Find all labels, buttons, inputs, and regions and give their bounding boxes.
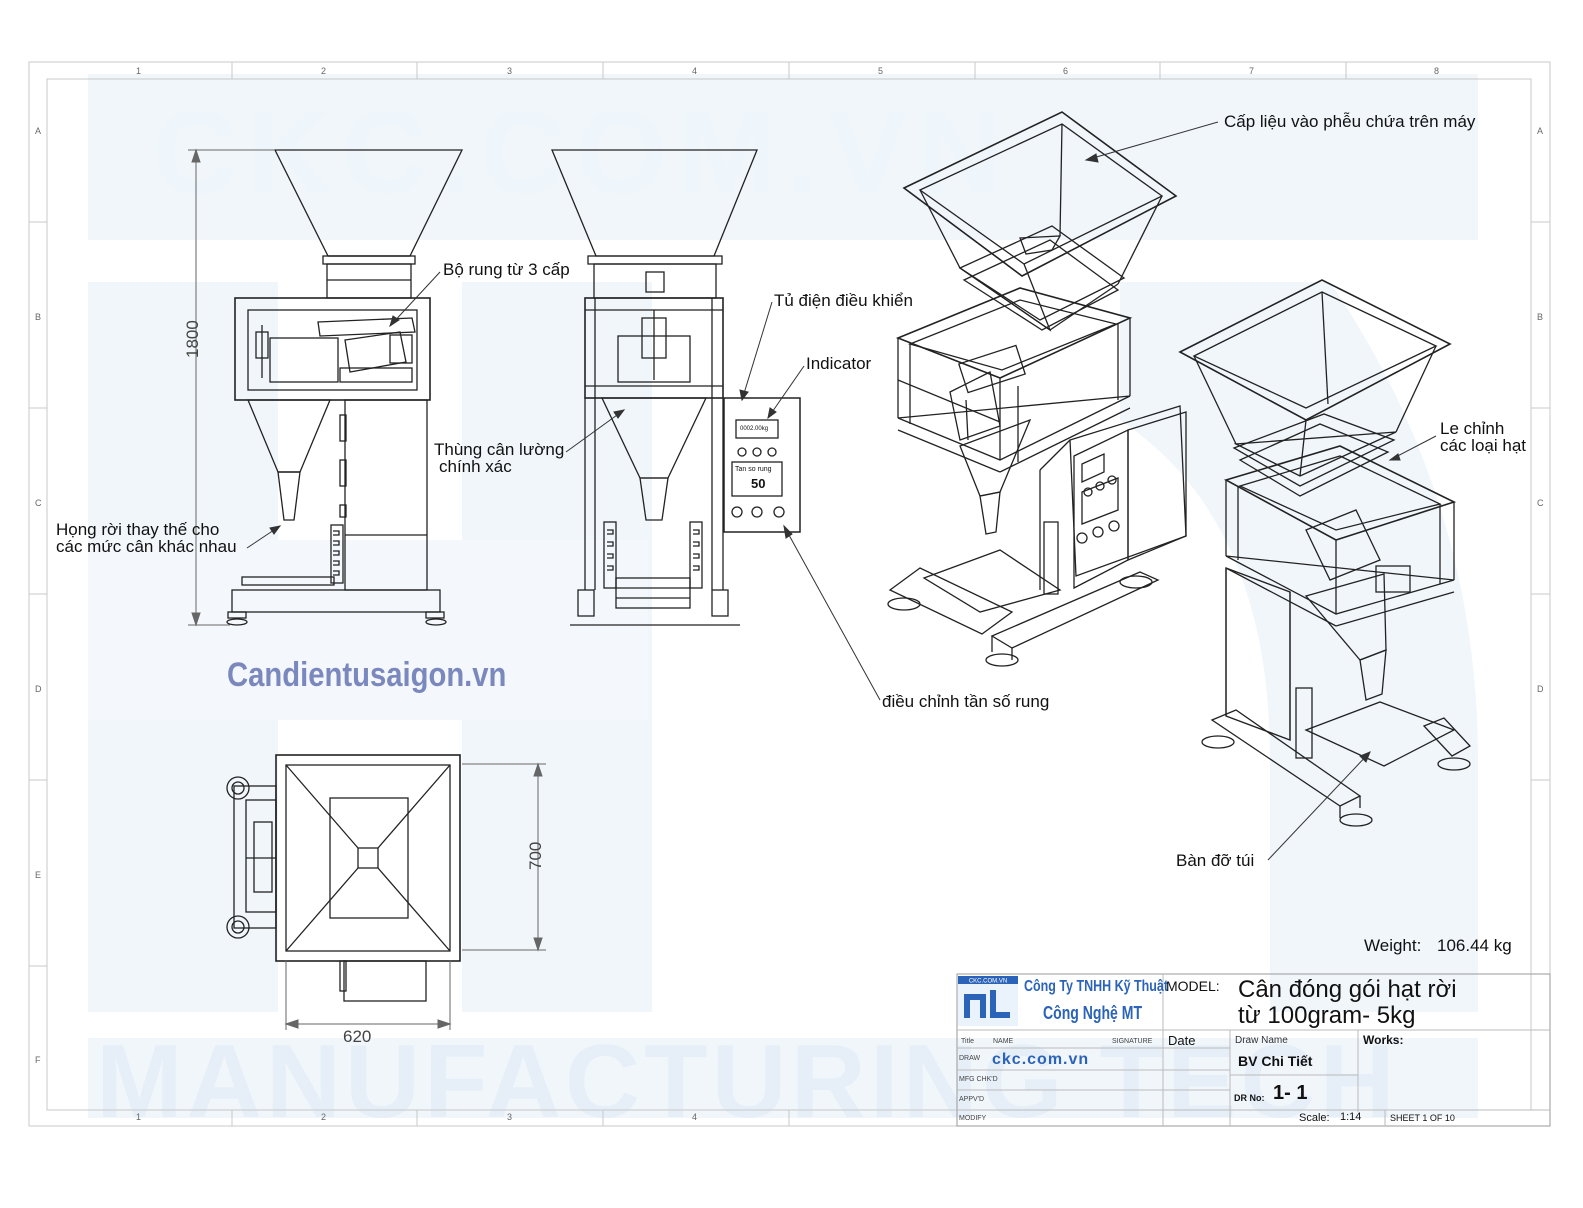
zone-col-4: 4: [692, 66, 698, 76]
callout-bag-table: Bàn đỡ túi: [1176, 851, 1255, 870]
callout-throat-line1: Họng rời thay thế cho: [56, 520, 220, 539]
dr-no-label: DR No:: [1234, 1093, 1265, 1103]
zone-row-a: A: [35, 126, 42, 136]
zone-row-c-right: C: [1537, 498, 1544, 508]
row-draw: DRAW: [959, 1055, 981, 1062]
callout-frequency: điều chỉnh tần số rung: [882, 692, 1050, 711]
works-header: Works:: [1363, 1033, 1404, 1047]
zone-col-3-bottom: 3: [507, 1112, 513, 1122]
site-watermark: Candientusaigon.vn: [227, 656, 507, 694]
title-header: Title: [961, 1038, 974, 1045]
company-logo: CKC.COM.VN: [958, 976, 1018, 1026]
zone-col-2-bottom: 2: [321, 1112, 327, 1122]
model-name-line2: từ 100gram- 5kg: [1238, 1002, 1416, 1029]
callout-adjust-line2: các loại hạt: [1440, 436, 1526, 455]
zone-col-8: 8: [1434, 66, 1440, 76]
scale-value: 1:14: [1340, 1111, 1362, 1123]
draw-name-value: BV Chi Tiết: [1238, 1053, 1313, 1069]
zone-row-d-right: D: [1537, 684, 1544, 694]
dr-no-value: 1- 1: [1273, 1082, 1308, 1104]
zone-col-1: 1: [136, 66, 142, 76]
callout-hopper-feed: Cấp liệu vào phễu chứa trên máy: [1224, 112, 1476, 131]
row-appvd: APPV'D: [959, 1096, 985, 1103]
zone-col-7: 7: [1249, 66, 1255, 76]
callout-control-box: Tủ điện điều khiển: [774, 291, 913, 310]
zone-row-b: B: [35, 312, 42, 322]
zone-col-6: 6: [1063, 66, 1069, 76]
watermark-top: CKC.COM.VN: [152, 87, 1013, 219]
zone-row-d: D: [35, 684, 42, 694]
callout-weigh-bucket-line2: chính xác: [439, 457, 512, 476]
callout-throat-line2: các mức cân khác nhau: [56, 537, 237, 556]
zone-row-c: C: [35, 498, 42, 508]
callout-indicator: Indicator: [806, 354, 872, 373]
weight-label: Weight:: [1364, 936, 1422, 955]
callout-adjust-line1: Le chỉnh: [1440, 419, 1505, 438]
zone-row-f: F: [35, 1055, 41, 1065]
company-name-line1: Công Ty TNHH Kỹ Thuật: [1024, 978, 1168, 995]
row-mfg: MFG CHK'D: [959, 1076, 998, 1083]
zone-col-5: 5: [878, 66, 884, 76]
name-header: NAME: [993, 1038, 1014, 1045]
zone-row-a-right: A: [1537, 126, 1544, 136]
scale-label: Scale:: [1299, 1112, 1330, 1124]
signature-header: SIGNATURE: [1112, 1038, 1153, 1045]
row-modify: MODIFY: [959, 1115, 987, 1122]
mt-logo-icon: CKC.COM.VN: [958, 976, 1018, 1018]
dimension-width: 620: [343, 1027, 372, 1046]
zone-col-1-bottom: 1: [136, 1112, 142, 1122]
svg-text:CKC.COM.VN: CKC.COM.VN: [969, 979, 1007, 985]
zone-row-e: E: [35, 870, 42, 880]
sheet-count: SHEET 1 OF 10: [1390, 1113, 1455, 1123]
watermark-bottom: MANUFACTURING TECH: [96, 1024, 1399, 1140]
panel-value: 50: [751, 476, 766, 491]
model-name-line1: Cân đóng gói hạt rời: [1238, 976, 1457, 1003]
zone-col-4-bottom: 4: [692, 1112, 698, 1122]
zone-col-2: 2: [321, 66, 327, 76]
panel-label: Tan so rung: [735, 466, 772, 473]
weight-value: 106.44 kg: [1437, 936, 1512, 955]
callout-vibrator: Bộ rung từ 3 cấp: [443, 260, 570, 279]
zone-col-3: 3: [507, 66, 513, 76]
model-label: MODEL:: [1166, 978, 1220, 994]
draw-name-header: Draw Name: [1235, 1035, 1288, 1046]
company-name-line2: Công Nghệ MT: [1043, 1003, 1143, 1023]
panel-display: 0002.00kg: [740, 426, 769, 432]
callout-weigh-bucket-line1: Thùng cân lường: [434, 440, 565, 459]
date-header: Date: [1168, 1033, 1196, 1048]
website-label: ckc.com.vn: [992, 1051, 1090, 1068]
zone-row-b-right: B: [1537, 312, 1544, 322]
